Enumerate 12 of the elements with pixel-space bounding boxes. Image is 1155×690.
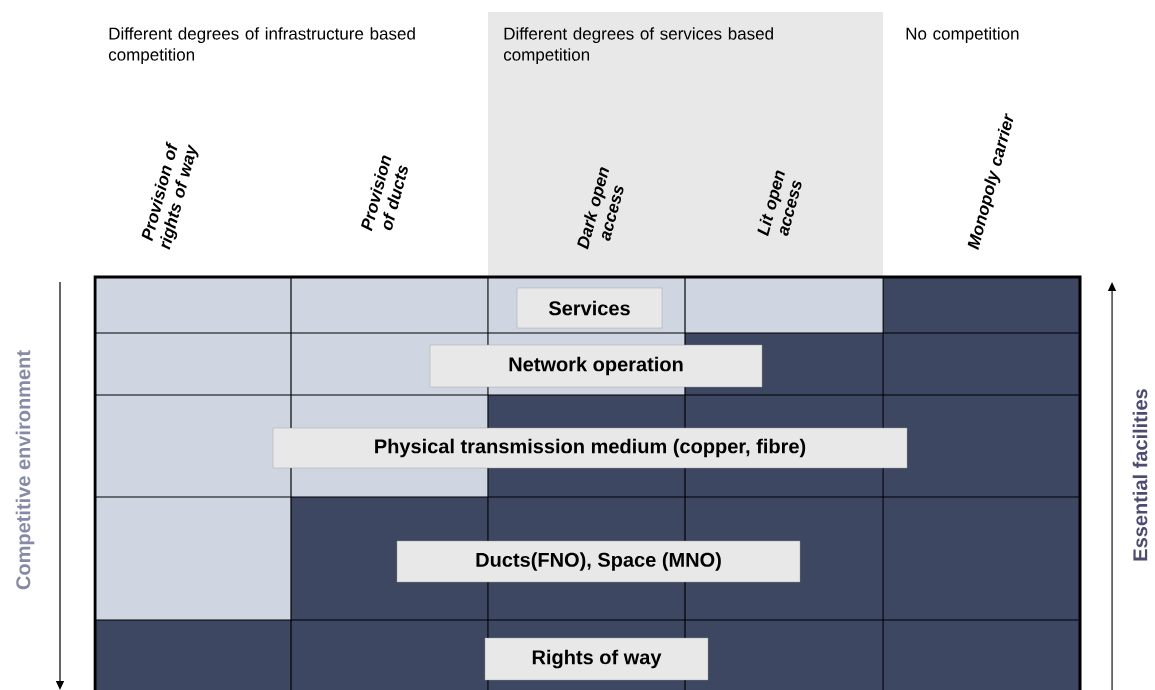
group-heading: No competition <box>906 27 1019 44</box>
column-heading: Dark open access <box>577 167 624 250</box>
axis-label: Competitive environment <box>15 350 35 590</box>
layer-box: Rights of way <box>484 637 709 681</box>
group-heading: Different degrees of infrastructure based competition <box>108 27 415 65</box>
layer-box: Network operation <box>429 344 763 388</box>
axis-label: Essential facilities <box>1132 389 1148 561</box>
layer-box: Ducts(FNO), Space (MNO) <box>396 540 801 583</box>
layer-box: Physical transmission medium (copper, fibre) <box>272 427 908 469</box>
layer-box: Services <box>516 287 663 329</box>
group-heading: Different degrees of services based competition <box>503 27 773 65</box>
column-heading: Lit open access <box>757 170 802 237</box>
